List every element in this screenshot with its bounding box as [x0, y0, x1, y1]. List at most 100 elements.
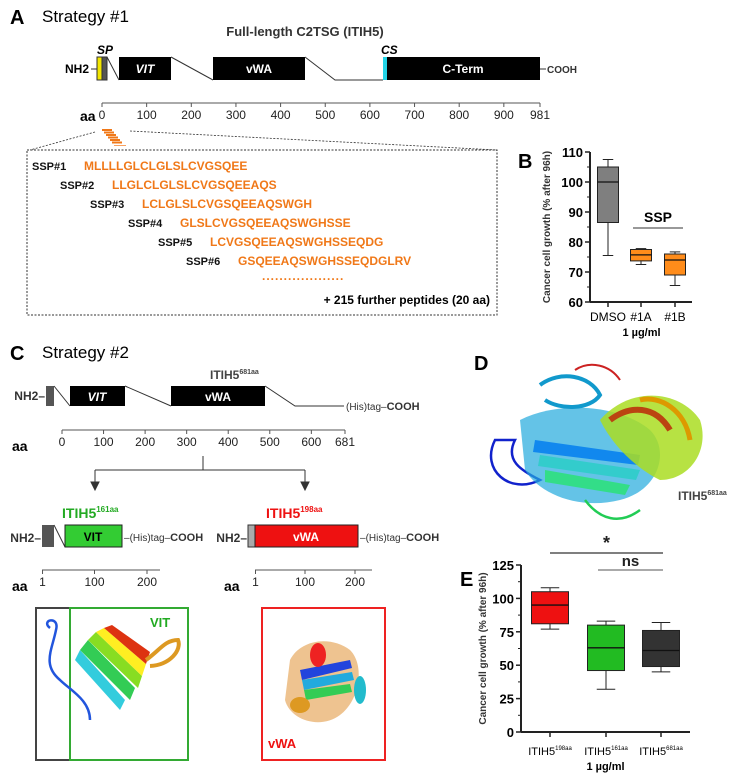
tick-label: 600: [301, 435, 321, 449]
box-2: [642, 621, 680, 673]
box-0: [531, 587, 569, 630]
label-sup: 161aa: [611, 746, 628, 752]
tick-label: 200: [181, 108, 201, 122]
nterm-label: NH2–: [14, 389, 45, 403]
tick-label: 200: [137, 575, 157, 589]
title-sup: 198aa: [300, 505, 323, 514]
tag: (His)tag: [346, 402, 381, 413]
his-tag-label: (His)tag–COOH: [346, 401, 420, 413]
domain-vwa: [171, 386, 265, 406]
nterm-label: NH2–: [216, 531, 247, 545]
ribbon-coil: [584, 499, 641, 520]
domain-vwa: [213, 57, 305, 80]
strategy-title: Strategy #2: [42, 343, 129, 362]
ribbon-strand: [304, 684, 352, 700]
domain-label: VIT: [84, 530, 103, 544]
domain-c-term: [387, 57, 540, 80]
ribbon-helix: [354, 676, 366, 704]
linker: [53, 524, 66, 548]
peptide-sequence: GLSLCVGSQEEAQSWGHSSE: [180, 216, 351, 230]
peptide-mark: [108, 136, 118, 139]
peptide-list-box: [26, 149, 498, 316]
title-base: ITIH5: [210, 368, 240, 382]
ribbon-coil: [46, 619, 92, 721]
tick-label: 100: [137, 108, 157, 122]
vwa-structure-image: vWA: [261, 607, 386, 761]
propeptide: [46, 386, 54, 406]
y-tick-label: 0: [507, 725, 514, 740]
domain-label: VIT: [136, 62, 156, 76]
peptide-row: SSP#4 GLSLCVGSQEEAQSWGHSSE: [128, 216, 351, 230]
y-tick-label: 100: [492, 591, 514, 606]
panel-label-d: D: [474, 353, 488, 375]
ribbon-helix: [144, 637, 181, 668]
tick-label: 200: [345, 575, 365, 589]
x-axis-label: 1 µg/ml: [586, 761, 624, 773]
peptide-name: SSP#6: [186, 256, 220, 268]
nterm: NH2: [14, 389, 38, 403]
tick-label: 500: [315, 108, 335, 122]
further-peptides-note: + 215 further peptides (20 aa): [324, 293, 490, 307]
tick-label: 1: [252, 575, 259, 589]
domain-label: vWA: [293, 530, 319, 544]
x-tick-label: DMSO: [590, 310, 626, 324]
tick-label: 500: [260, 435, 280, 449]
panel-label-a: A: [10, 7, 24, 29]
label-base: ITIH5: [584, 746, 611, 758]
ribbon-helix-region: [600, 395, 703, 480]
ellipsis: ...................: [262, 269, 344, 283]
linker: [304, 56, 383, 81]
label-sup: 681aa: [666, 746, 683, 752]
x-tick-label: ITIH5681aa: [639, 746, 683, 758]
tick-label: 681: [335, 435, 355, 449]
tick-label: 0: [99, 108, 106, 122]
group-label: SSP: [644, 209, 672, 225]
title-base: ITIH5: [266, 505, 300, 521]
ribbon-helix: [639, 396, 693, 441]
peptide-name: SSP#3: [90, 199, 124, 211]
label-sup: 681aa: [707, 490, 727, 497]
title-sup: 681aa: [239, 369, 259, 376]
peptide-sequence: LCLGLSLCVGSQEEAQSWGH: [142, 197, 312, 211]
y-axis-label: Cancer cell growth (% after 96h): [478, 572, 489, 724]
zoom-line: [129, 130, 498, 151]
peptide-name: SSP#4: [128, 218, 163, 230]
vit-structure-label: VIT: [150, 615, 170, 630]
cterm-label: COOH: [547, 65, 577, 76]
tick-label: 900: [494, 108, 514, 122]
x-axis-label: 1 µg/ml: [622, 327, 660, 339]
panel-label-c: C: [10, 343, 24, 365]
his-tag-label: –(His)tag–COOH: [124, 532, 203, 544]
zoom-line: [29, 131, 96, 151]
domain-label: vWA: [205, 390, 231, 404]
box-iqr: [664, 253, 686, 276]
x-tick-label: #1B: [664, 310, 685, 324]
panel-label-e: E: [460, 569, 473, 591]
tag: (His)tag: [366, 533, 401, 544]
linker: [53, 385, 71, 407]
y-tick-label: 80: [569, 235, 583, 250]
peptide-mark: [102, 129, 112, 131]
title-base: ITIH5: [62, 505, 96, 521]
tick-label: 400: [218, 435, 238, 449]
arrow-down-icon: [300, 481, 310, 492]
ribbon-strand: [538, 455, 640, 480]
label-base: ITIH5: [639, 746, 666, 758]
panel-c: C Strategy #2 ITIH5681aa NH2– VIT vWA (H…: [10, 343, 439, 761]
vwa-structure-label: vWA: [268, 736, 297, 751]
domain-label: vWA: [246, 62, 272, 76]
propeptide: [101, 56, 108, 81]
ribbon-strand: [88, 632, 142, 688]
his-tag-label: –(His)tag–COOH: [360, 532, 439, 544]
propeptide: [42, 525, 54, 547]
ribbon-strand: [302, 672, 354, 690]
linker: [106, 56, 120, 81]
aa-axis-label: aa: [12, 438, 28, 454]
